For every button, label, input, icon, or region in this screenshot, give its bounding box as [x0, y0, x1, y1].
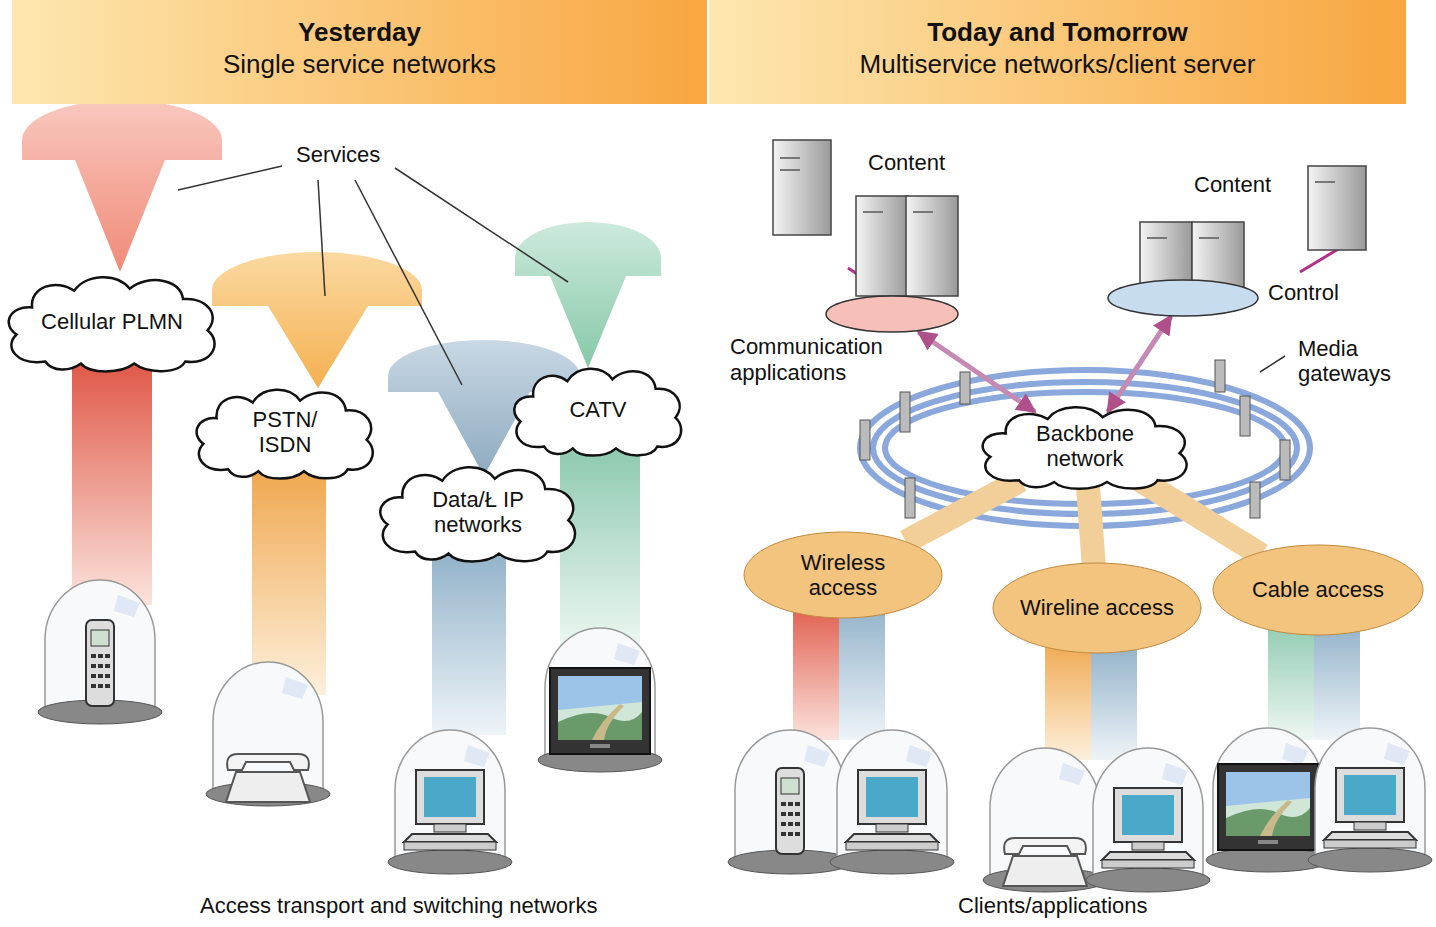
header-band: YesterdaySingle service networks [12, 0, 707, 104]
node-text-group: Today and TomorrowMultiservice networks/… [709, 16, 1406, 81]
access-ellipse: Wireline access [992, 562, 1202, 654]
node-text-group: Wireless access [768, 550, 918, 601]
node-text-group: Wireline access [1017, 595, 1177, 620]
node-text-group: Cable access [1243, 577, 1393, 602]
network-cloud: Cellular PLMN [1, 270, 223, 374]
node-label: Wireless access [768, 550, 918, 601]
node-text-group: PSTN/ ISDN [225, 407, 345, 458]
network-cloud: CATV [508, 362, 688, 458]
node-label: PSTN/ ISDN [225, 407, 345, 458]
free-label: Clients/applications [958, 893, 1148, 918]
node-label: Cellular PLMN [37, 309, 187, 334]
node-text-group: CATV [543, 397, 653, 422]
platform-disc [1108, 276, 1398, 320]
node-text-group: Control [1268, 280, 1339, 305]
node-text-group: YesterdaySingle service networks [12, 16, 707, 81]
node-label: Yesterday [12, 16, 707, 49]
node-label: Today and Tomorrow [709, 16, 1406, 49]
node-text-group: Cellular PLMN [37, 309, 187, 334]
node-text-group: Backbone network [1010, 421, 1160, 472]
access-ellipse: Wireless access [743, 531, 943, 619]
server-platform: Control [1108, 276, 1398, 320]
access-ellipse: Cable access [1212, 544, 1424, 636]
node-label: Data/Ł IP networks [408, 487, 548, 538]
node-label: Communication applications [730, 334, 958, 387]
node-label: Control [1268, 280, 1339, 305]
node-sublabel: Single service networks [12, 48, 707, 81]
node-label: Wireline access [1017, 595, 1177, 620]
node-text-group: Data/Ł IP networks [408, 487, 548, 538]
network-cloud: Data/Ł IP networks [373, 460, 583, 564]
access-band [1140, 480, 1261, 555]
header-band: Today and TomorrowMultiservice networks/… [709, 0, 1406, 104]
node-text-group: Communication applications [730, 334, 958, 387]
node-label: Cable access [1243, 577, 1393, 602]
node-sublabel: Multiservice networks/client server [709, 48, 1406, 81]
control-arrow [1108, 316, 1171, 412]
free-label: Access transport and switching networks [200, 893, 597, 918]
node-label: Backbone network [1010, 421, 1160, 472]
free-label: Content [1194, 172, 1271, 197]
access-band [906, 480, 1021, 541]
backbone-cloud: Backbone network [975, 401, 1195, 491]
node-label: CATV [543, 397, 653, 422]
free-label: Media gateways [1298, 336, 1418, 387]
free-label: Content [868, 150, 945, 175]
server-platform: Communication applications [728, 296, 960, 390]
network-cloud: PSTN/ ISDN [190, 383, 380, 481]
control-arrow [918, 332, 1035, 412]
free-label: Services [296, 142, 380, 167]
access-band [1088, 480, 1095, 573]
